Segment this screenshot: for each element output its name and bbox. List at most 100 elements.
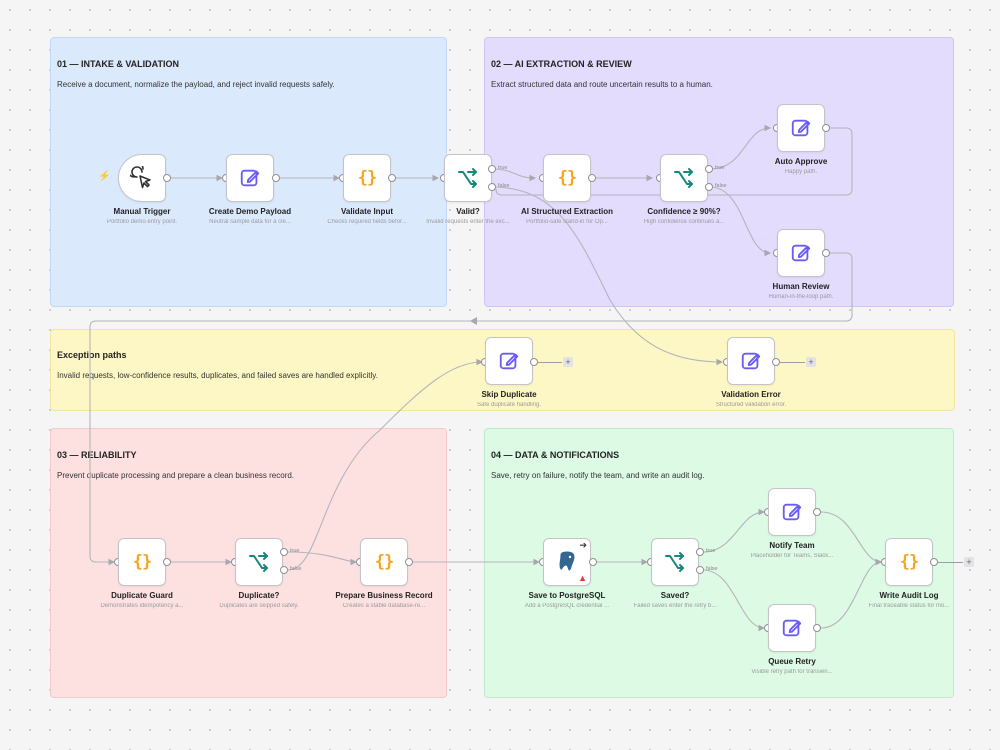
false-output-handle[interactable] [488,183,496,191]
node-queue-retry[interactable] [768,604,816,652]
node-save-to-postgresql[interactable]: ➔ ▲ [543,538,591,586]
code-braces-icon: {} [132,552,153,572]
false-output-handle[interactable] [280,566,288,574]
node-title: Saved? [660,591,690,600]
false-output-handle[interactable] [705,183,713,191]
output-handle[interactable] [530,358,538,366]
node-title: Create Demo Payload [208,207,292,216]
node-duplicate-guard[interactable]: {} [118,538,166,586]
node-validate-input[interactable]: {} [343,154,391,202]
node-create-demo-payload[interactable] [226,154,274,202]
connection [491,168,537,182]
node-title: AI Structured Extraction [520,207,613,216]
true-output-handle[interactable] [488,165,496,173]
node-confidence-switch[interactable] [660,154,708,202]
edit-icon [791,119,811,137]
output-handle[interactable] [163,174,171,182]
connection [702,569,766,632]
node-auto-approve[interactable] [777,104,825,152]
switch-route-icon [458,168,477,188]
node-write-audit-log[interactable]: {} [885,538,933,586]
node-title: Skip Duplicate [481,390,537,399]
node-title: Validate Input [340,207,393,216]
node-title: Manual Trigger [113,207,171,216]
connection [820,558,883,629]
edit-icon [782,503,802,521]
node-notify-team[interactable] [768,488,816,536]
output-handle[interactable] [405,558,413,566]
branch-label-false: false [706,566,718,572]
group-description: Save, retry on failure, notify the team,… [491,471,705,480]
edit-icon [791,244,811,262]
branch-label-false: false [715,183,727,189]
node-title: Write Audit Log [879,591,939,600]
output-handle[interactable] [163,558,171,566]
output-handle[interactable] [930,558,938,566]
node-human-review[interactable] [777,229,825,277]
node-subtitle: Failed saves enter the retry b... [633,603,717,609]
group-description: Receive a document, normalize the payloa… [57,80,335,89]
output-handle[interactable] [589,558,597,566]
node-saved-switch[interactable] [651,538,699,586]
branch-label-true: true [290,548,300,554]
node-title: Valid? [456,207,480,216]
add-node-button[interactable]: + [964,557,974,567]
edit-icon [741,352,761,370]
connection [287,358,484,571]
node-valid-switch[interactable] [444,154,492,202]
code-braces-icon: {} [899,552,920,572]
edit-icon [782,619,802,637]
node-subtitle: Human-in-the-loop path. [768,294,834,300]
node-manual-trigger[interactable] [118,154,166,202]
output-handle[interactable] [588,174,596,182]
group-title: 04 — DATA & NOTIFICATIONS [491,450,620,460]
true-output-handle[interactable] [280,548,288,556]
connection [491,186,724,366]
node-skip-duplicate[interactable] [485,337,533,385]
group-title: 03 — RELIABILITY [57,450,137,460]
output-handle[interactable] [388,174,396,182]
node-title: Validation Error [721,390,781,399]
true-output-handle[interactable] [705,165,713,173]
code-braces-icon: {} [557,168,578,188]
group-description: Invalid requests, low-confidence results… [57,371,378,380]
node-subtitle: Portfolio demo entry point. [106,219,178,225]
output-handle[interactable] [272,174,280,182]
node-prepare-business-record[interactable]: {} [360,538,408,586]
node-duplicate-switch[interactable] [235,538,283,586]
node-validation-error[interactable] [727,337,775,385]
output-handle[interactable] [772,358,780,366]
group-title: 02 — AI EXTRACTION & REVIEW [491,59,632,69]
node-subtitle: Structured validation error. [715,402,787,408]
node-subtitle: Final traceable status for mo... [868,603,950,609]
node-subtitle: Add a PostgreSQL credential ... [524,603,610,609]
connection [702,508,766,553]
node-title: Confidence ≥ 90%? [647,207,721,216]
output-handle[interactable] [822,249,830,257]
node-subtitle: Visible retry path for transien... [751,669,833,675]
connection [709,124,772,170]
edit-icon [240,169,260,187]
postgresql-elephant-icon [558,550,576,572]
add-node-button[interactable]: + [806,357,816,367]
node-subtitle: Safe duplicate handling. [476,402,542,408]
node-subtitle: Duplicates are skipped safely. [219,603,299,609]
output-handle[interactable] [813,624,821,632]
node-title: Duplicate Guard [111,591,173,600]
connector-stub [938,562,963,563]
false-output-handle[interactable] [696,566,704,574]
node-title: Save to PostgreSQL [528,591,606,600]
connection [820,511,883,566]
true-output-handle[interactable] [696,548,704,556]
node-subtitle: Placeholder for Teams, Slack... [750,553,834,559]
output-handle[interactable] [813,508,821,516]
node-subtitle: Portfolio-safe stand-in for Op... [526,219,608,225]
node-subtitle: Happy path. [784,169,818,175]
switch-route-icon [674,168,693,188]
add-node-button[interactable]: + [563,357,573,367]
edit-icon [499,352,519,370]
group-description: Prevent duplicate processing and prepare… [57,471,295,480]
output-handle[interactable] [822,124,830,132]
warning-icon: ▲ [578,573,587,583]
node-ai-structured-extraction[interactable]: {} [543,154,591,202]
